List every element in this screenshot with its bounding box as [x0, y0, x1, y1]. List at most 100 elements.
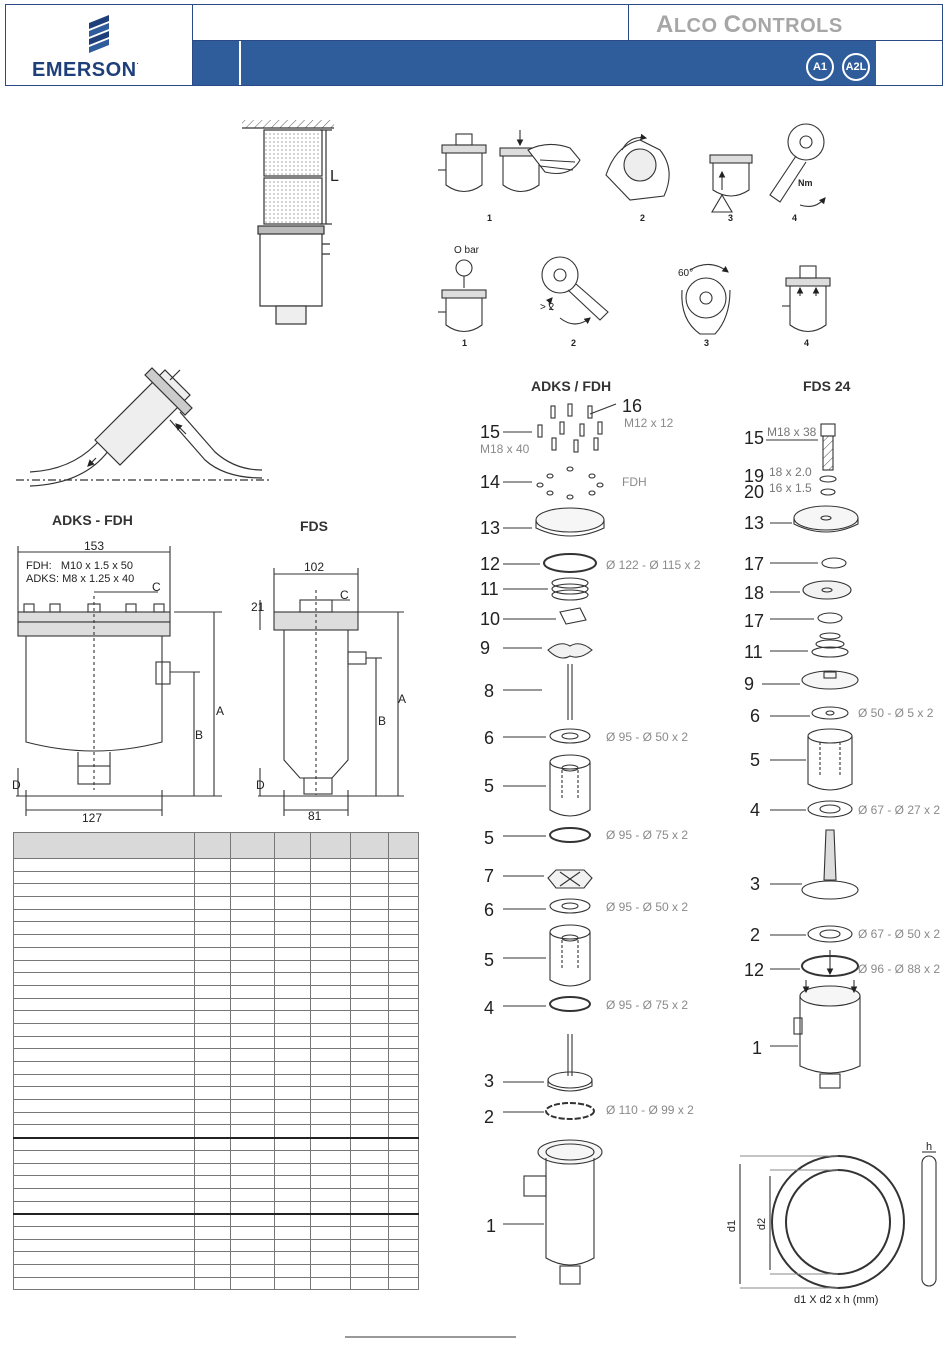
cover-part	[503, 507, 605, 537]
table-cell	[274, 1251, 312, 1265]
table-row	[13, 1149, 419, 1164]
table-row	[13, 1175, 419, 1189]
table-cell	[274, 883, 312, 898]
table-cell	[274, 832, 312, 859]
table-cell	[274, 934, 312, 948]
table-row	[13, 1251, 419, 1265]
table-cell	[274, 946, 312, 961]
adks-bolt-spec: ADKS: M8 x 1.25 x 40	[26, 573, 135, 585]
table-cell	[230, 1124, 276, 1139]
table-cell	[388, 984, 419, 999]
fds24-exploded-view	[762, 423, 861, 1089]
part-number: 5	[484, 950, 495, 970]
table-cell	[388, 934, 419, 948]
table-cell	[350, 1086, 390, 1101]
table-cell	[350, 997, 390, 1012]
bolt-15-part	[766, 423, 836, 471]
table-cell	[388, 1010, 419, 1024]
dim-width-bottom: 127	[82, 811, 103, 825]
table-row	[13, 896, 419, 910]
table-cell	[350, 1111, 390, 1126]
dim-d: D	[12, 778, 21, 792]
step-3-drawing	[709, 154, 753, 213]
table-cell	[310, 1162, 352, 1177]
part-number: 2	[484, 1107, 495, 1127]
part-spec: 16 x 1.5	[769, 481, 812, 495]
table-cell	[13, 1086, 195, 1101]
table-row	[13, 1022, 419, 1037]
table-cell	[274, 1035, 312, 1050]
part-spec: Ø 96 - Ø 88 x 2	[858, 962, 941, 976]
part-number: 4	[750, 800, 761, 820]
table-cell	[193, 832, 232, 859]
ring-20-part	[820, 488, 836, 496]
refrigerant-class-badge: A1	[806, 53, 834, 81]
oring-d1-label: d1	[726, 1219, 739, 1233]
table-cell	[230, 883, 276, 898]
table-row	[13, 1136, 419, 1151]
table-row	[13, 1225, 419, 1240]
table-cell	[388, 1086, 419, 1101]
spacer-7-part	[503, 869, 593, 889]
table-cell	[350, 1212, 390, 1227]
table-cell	[230, 1162, 276, 1177]
table-row	[13, 1086, 419, 1101]
table-cell	[310, 1035, 352, 1050]
table-cell	[193, 908, 232, 923]
table-row	[13, 1276, 419, 1291]
step-4b-drawing	[782, 265, 831, 333]
part-number: 19	[744, 466, 765, 486]
table-cell	[13, 1238, 195, 1253]
table-cell	[274, 959, 312, 974]
table-cell	[350, 1276, 390, 1291]
procedure-row-2	[438, 256, 831, 335]
part-number: 17	[744, 611, 765, 631]
table-cell	[13, 1111, 195, 1126]
gasket-2-part	[503, 1102, 595, 1120]
table-cell	[274, 1264, 312, 1278]
turns-label: > 2	[540, 302, 555, 313]
disc-18-part	[770, 580, 852, 600]
table-cell	[230, 870, 276, 885]
table-cell	[310, 883, 352, 898]
dim-c: C	[152, 580, 161, 594]
table-cell	[13, 921, 195, 936]
fds24-parts-title: FDS 24	[803, 378, 851, 394]
part-number: 4	[484, 998, 495, 1018]
part-spec: Ø 95 - Ø 75 x 2	[606, 828, 689, 842]
ring-4b-part	[770, 800, 853, 818]
table-cell	[310, 1238, 352, 1253]
table-row	[13, 1212, 419, 1227]
table-cell	[193, 1111, 232, 1126]
table-cell	[13, 1073, 195, 1088]
table-cell	[193, 1251, 232, 1265]
table-cell	[274, 972, 312, 986]
table-cell	[350, 1022, 390, 1037]
part-number: 20	[744, 482, 765, 502]
part-number: 11	[744, 642, 763, 662]
cover-13b-part	[770, 505, 859, 533]
dim-b: B	[195, 728, 204, 742]
table-cell	[274, 1111, 312, 1126]
part-number: 7	[484, 866, 495, 886]
table-cell	[13, 946, 195, 961]
table-cell	[193, 1073, 232, 1088]
housing-1-part	[503, 1139, 603, 1285]
step-number: 4	[804, 338, 810, 348]
table-cell	[193, 1035, 232, 1050]
table-cell	[13, 1099, 195, 1113]
document-header: EMERSON. ALCO CONTROLS A1 A2L	[5, 4, 943, 86]
table-cell	[230, 1010, 276, 1024]
step-2-drawing	[605, 133, 670, 201]
pressure-label: O bar	[454, 245, 480, 256]
table-cell	[193, 946, 232, 961]
table-cell	[388, 883, 419, 898]
table-cell	[230, 1251, 276, 1265]
table-cell	[350, 1124, 390, 1139]
dim-flange: 21	[251, 600, 265, 614]
part-number: 12	[744, 960, 765, 980]
table-cell	[310, 972, 352, 986]
table-cell	[13, 1276, 195, 1291]
part-number: 3	[750, 874, 761, 894]
